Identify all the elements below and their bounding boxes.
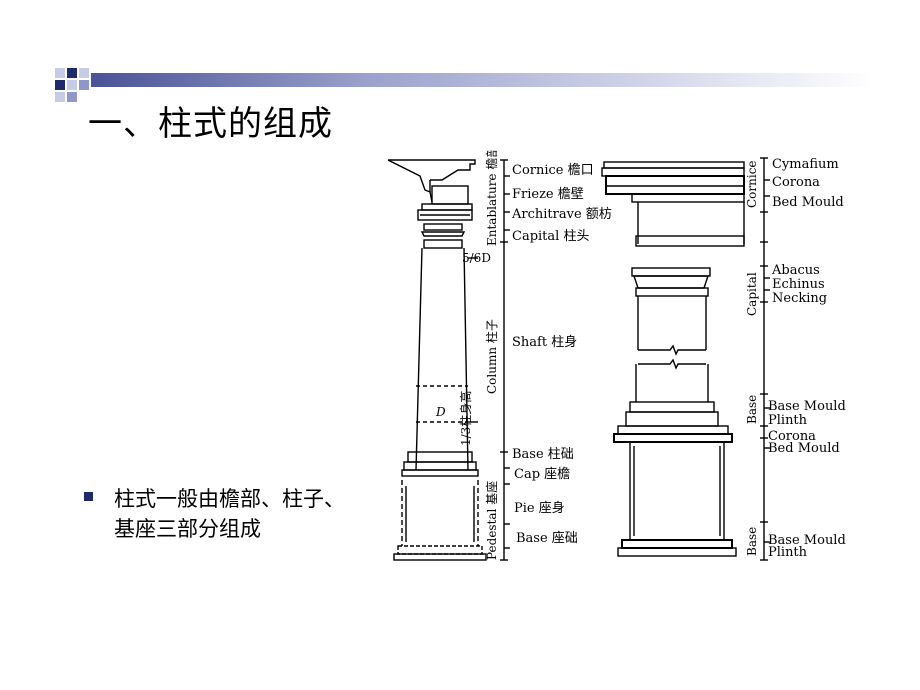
label-pedestal-plinth: Plinth bbox=[768, 545, 808, 560]
label-entablature: Entablature 檐部 bbox=[484, 150, 499, 246]
column-order-diagram: Entablature 檐部 Column 柱子 Pedestal 基座 5/6… bbox=[387, 150, 846, 561]
label-abacus: Abacus bbox=[771, 263, 820, 278]
label-lower-third: 1/3柱身高 bbox=[458, 391, 473, 446]
label-frieze: Frieze 檐壁 bbox=[512, 187, 584, 202]
label-cornice: Cornice 檐口 bbox=[512, 163, 594, 178]
label-diameter: D bbox=[435, 405, 446, 419]
label-pedestal-bed-mould: Bed Mould bbox=[768, 441, 840, 456]
label-column: Column 柱子 bbox=[484, 319, 499, 394]
square-bullet-icon bbox=[84, 492, 93, 501]
label-plinth: Plinth bbox=[768, 413, 808, 428]
label-capital: Capital 柱头 bbox=[512, 229, 589, 244]
label-right-capital: Capital bbox=[745, 272, 759, 316]
label-cap: Cap 座檐 bbox=[514, 467, 570, 482]
slide-title: 一、柱式的组成 bbox=[88, 104, 333, 144]
label-bed-mould: Bed Mould bbox=[772, 195, 844, 210]
label-pedestal-base-mould: Base Mould bbox=[768, 533, 846, 548]
label-cymafium: Cymafium bbox=[772, 157, 839, 172]
label-echinus: Echinus bbox=[772, 277, 825, 292]
bullet-item: 柱式一般由檐部、柱子、基座三部分组成 bbox=[84, 484, 354, 544]
label-pedestal-base: Base 座础 bbox=[516, 531, 578, 546]
label-upper-diameter: 5/6D bbox=[462, 251, 491, 265]
bullet-text: 柱式一般由檐部、柱子、基座三部分组成 bbox=[114, 487, 345, 541]
label-base: Base 柱础 bbox=[512, 447, 574, 462]
label-right-base-lower: Base bbox=[745, 527, 759, 556]
label-right-cornice: Cornice bbox=[745, 160, 759, 208]
label-pedestal-corona: Corona bbox=[768, 429, 816, 444]
label-corona: Corona bbox=[772, 175, 820, 190]
label-shaft: Shaft 柱身 bbox=[512, 334, 577, 350]
label-pedestal: Pedestal 基座 bbox=[484, 481, 499, 560]
label-pie: Pie 座身 bbox=[514, 500, 565, 516]
label-right-base-upper: Base bbox=[745, 395, 759, 424]
label-architrave: Architrave 额枋 bbox=[511, 206, 612, 222]
header-decoration bbox=[55, 68, 875, 102]
label-necking: Necking bbox=[772, 291, 827, 306]
left-shaft-edge bbox=[415, 247, 423, 471]
left-cornice-profile bbox=[388, 159, 476, 181]
label-base-mould: Base Mould bbox=[768, 399, 846, 414]
